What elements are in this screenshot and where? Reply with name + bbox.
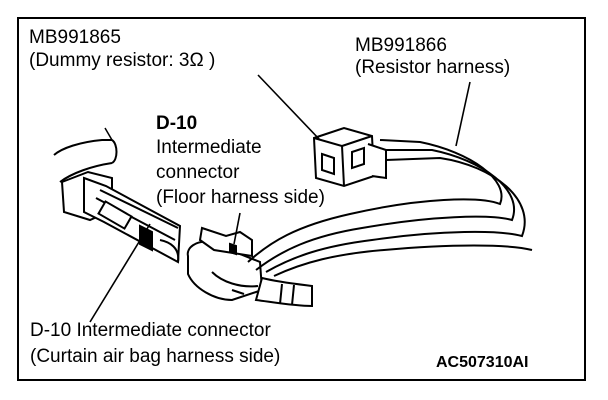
leader-curtain-connector — [89, 223, 151, 323]
resistor-harness-description: (Resistor harness) — [355, 57, 511, 78]
floor-connector-line1: Intermediate — [156, 137, 262, 158]
dummy-resistor-code: MB991865 — [29, 27, 121, 48]
leader-lines — [89, 74, 471, 323]
leader-dummy-resistor — [257, 74, 321, 141]
floor-side-connector — [60, 170, 182, 264]
curtain-harness-cable — [254, 276, 313, 308]
floor-connector-id: D-10 — [156, 113, 198, 134]
curtain-connector-line1: D-10 Intermediate connector — [30, 320, 271, 341]
dummy-resistor-description: (Dummy resistor: 3Ω ) — [29, 50, 216, 71]
floor-connector-line2: connector — [156, 162, 240, 183]
resistor-harness-code: MB991866 — [355, 35, 447, 56]
dummy-resistor-connector — [312, 126, 387, 188]
leader-floor-connector — [233, 212, 241, 245]
curtain-side-connector — [186, 226, 264, 302]
resistor-harness-wires — [247, 139, 533, 277]
leader-resistor-harness — [455, 81, 471, 147]
floor-connector-line3: (Floor harness side) — [156, 187, 325, 208]
curtain-connector-line2: (Curtain air bag harness side) — [30, 346, 281, 367]
figure-code: AC507310AI — [436, 354, 529, 371]
floor-harness-cable — [53, 127, 118, 183]
